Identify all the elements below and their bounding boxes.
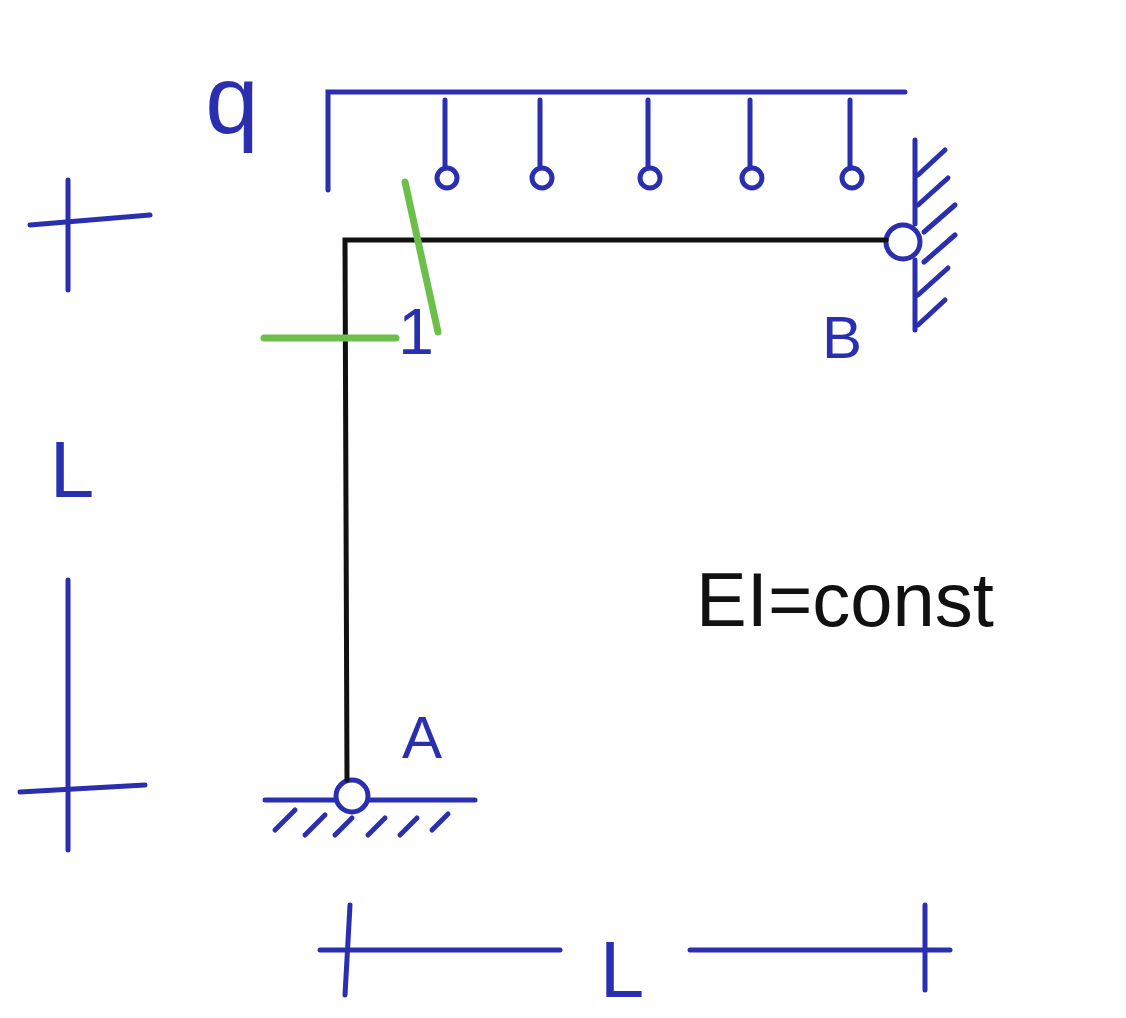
pin-support-b <box>886 140 955 330</box>
frame-members <box>345 240 886 780</box>
support-label: A <box>402 708 442 768</box>
pin-support-a <box>265 780 475 835</box>
section-number: 1 <box>398 300 434 364</box>
support-label: B <box>822 308 862 368</box>
load-label: q <box>205 52 258 148</box>
load-arrows <box>437 100 862 188</box>
dimension-label: L <box>50 430 95 510</box>
stiffness-note: EI=const <box>696 562 994 638</box>
dimension-label: L <box>600 930 645 1010</box>
load-outline <box>328 92 905 190</box>
height-dimension <box>20 180 150 850</box>
